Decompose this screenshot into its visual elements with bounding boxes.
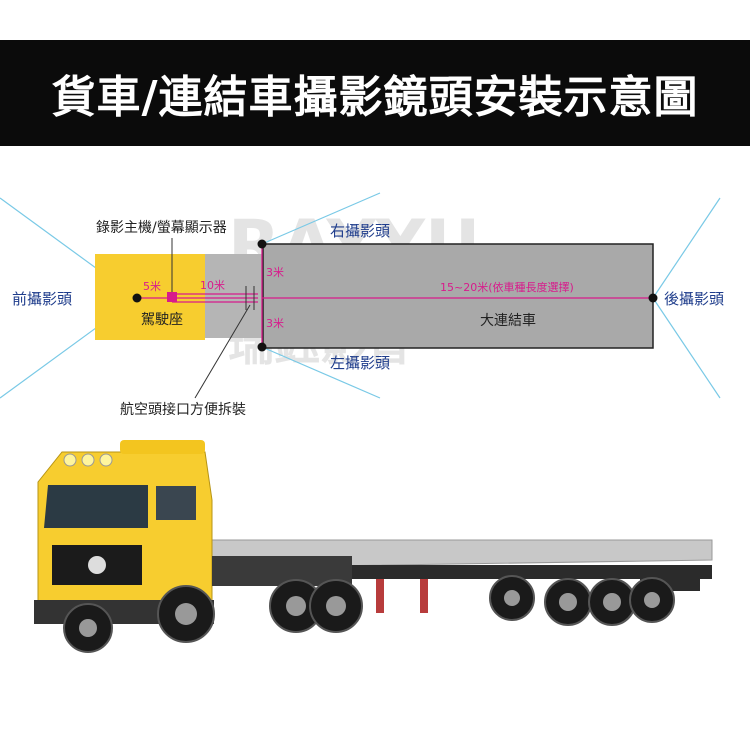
page-title: 貨車/連結車攝影鏡頭安裝示意圖	[51, 72, 699, 123]
right-camera-label: 右攝影頭	[330, 222, 390, 240]
roof-light	[63, 453, 77, 467]
recorder-unit	[167, 292, 177, 302]
wheel-hubs	[79, 590, 660, 637]
aviation-connector-label: 航空頭接口方便拆裝	[120, 401, 246, 418]
windshield	[44, 485, 148, 528]
rear-camera-label: 後攝影頭	[664, 290, 724, 308]
landing-leg-right	[420, 579, 428, 613]
cab-distance: 10米	[200, 279, 225, 292]
right-distance: 3米	[266, 266, 284, 279]
side-window	[156, 486, 196, 520]
right-camera-dot	[257, 239, 267, 249]
left-distance: 3米	[266, 317, 284, 330]
right-view-line	[261, 192, 381, 245]
cab-label: 駕駛座	[141, 312, 183, 328]
rear-camera-dot	[648, 293, 658, 303]
front-camera-dot	[132, 293, 142, 303]
left-camera-label: 左攝影頭	[330, 354, 390, 372]
truck-illustration	[34, 440, 713, 653]
landing-leg-left	[376, 579, 384, 613]
aviation-connector-marks	[245, 286, 255, 310]
title-banner: 貨車/連結車攝影鏡頭安裝示意圖	[0, 40, 750, 146]
truck-logo	[88, 556, 106, 574]
front-distance: 5米	[143, 280, 161, 293]
recorder-label: 錄影主機/螢幕顯示器	[96, 220, 227, 236]
roof-spoiler	[120, 440, 205, 454]
cable-lines	[137, 244, 653, 347]
rear-view-line-bottom	[652, 297, 721, 399]
trailer-block	[262, 243, 654, 349]
coupling-block	[205, 254, 263, 338]
trailer-distance: 15~20米(依車種長度選擇)	[440, 280, 574, 294]
left-view-line	[261, 346, 381, 399]
roof-light	[81, 453, 95, 467]
connector-leader	[194, 304, 251, 399]
front-camera-label: 前攝影頭	[12, 290, 72, 308]
cab-block	[95, 254, 205, 340]
leader-lines	[171, 238, 251, 399]
trailer-label: 大連結車	[480, 312, 536, 329]
left-camera-dot	[257, 342, 267, 352]
truck-wheels	[63, 575, 675, 653]
rear-view-line-top	[652, 197, 721, 299]
roof-light	[99, 453, 113, 467]
